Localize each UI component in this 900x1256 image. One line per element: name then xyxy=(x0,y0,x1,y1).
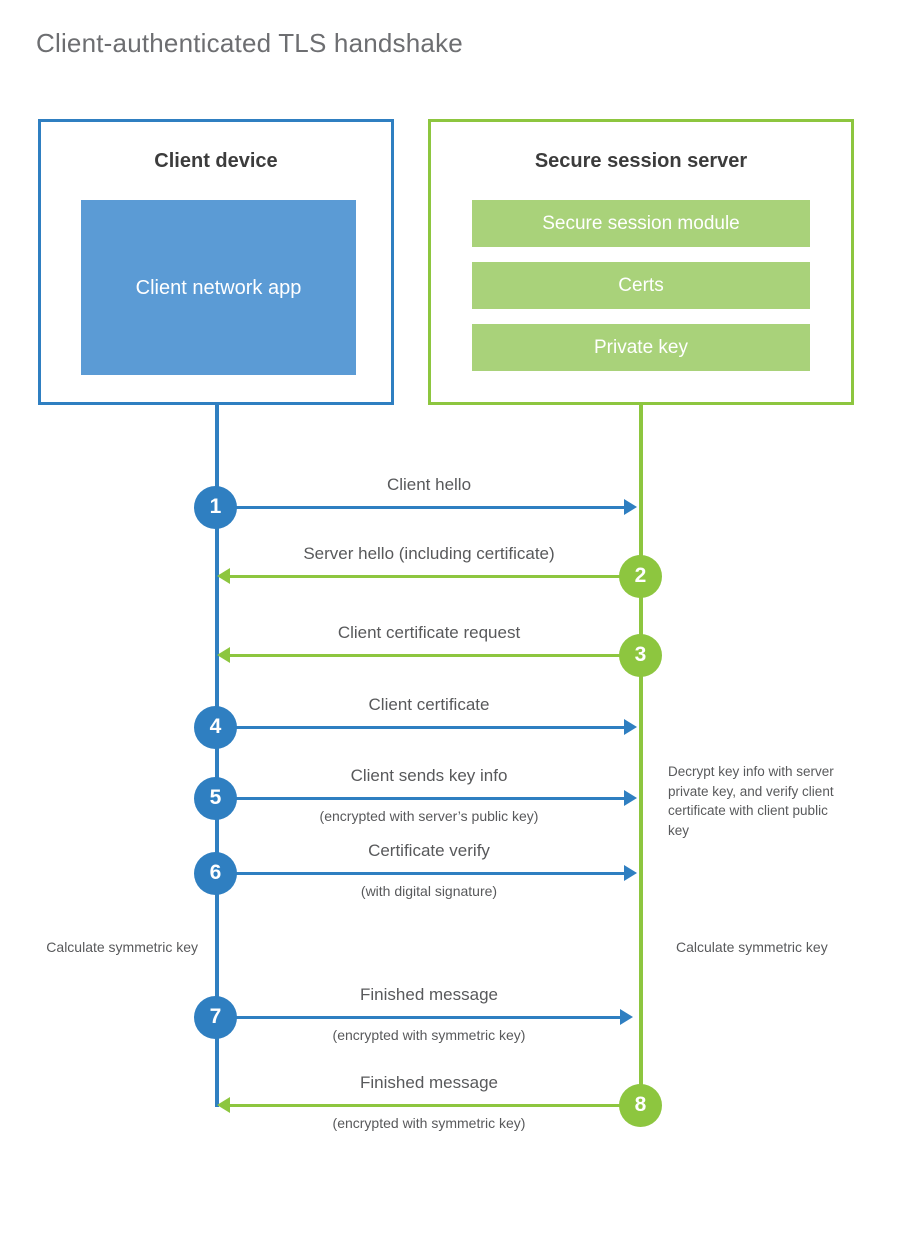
arrow-head-right-icon-1 xyxy=(624,499,637,515)
step-number-7: 7 xyxy=(194,995,237,1039)
step-number-8: 8 xyxy=(619,1083,662,1127)
client-device-title: Client device xyxy=(154,150,278,172)
arrow-line-1 xyxy=(217,506,624,509)
note-calculate-symmetric-key-client: Calculate symmetric key xyxy=(46,939,198,955)
step-number-5: 5 xyxy=(194,776,237,820)
step-number-4: 4 xyxy=(194,705,237,749)
message-label-7: Finished message xyxy=(360,985,498,1004)
arrow-head-right-icon-7 xyxy=(620,1009,633,1025)
client-network-app-block: Client network app xyxy=(81,200,356,375)
message-label-2: Server hello (including certificate) xyxy=(303,544,555,563)
arrow-head-right-icon-4 xyxy=(624,719,637,735)
step-number-2: 2 xyxy=(619,554,662,598)
step-number-3: 3 xyxy=(619,633,662,677)
message-label-4: Client certificate xyxy=(368,695,490,714)
arrow-head-right-icon-5 xyxy=(624,790,637,806)
message-label-3: Client certificate request xyxy=(337,623,521,642)
message-label-5: Client sends key info xyxy=(350,766,508,785)
message-sublabel-5: (encrypted with server’s public key) xyxy=(319,808,539,824)
note-calculate-symmetric-key-server: Calculate symmetric key xyxy=(676,939,828,955)
client-device-box: Client device Client network app xyxy=(38,119,394,405)
server-module-certs: Certs xyxy=(472,262,810,309)
arrow-line-2 xyxy=(230,575,641,578)
message-sublabel-7: (encrypted with symmetric key) xyxy=(332,1027,526,1043)
message-label-8: Finished message xyxy=(360,1073,498,1092)
note-decrypt-key-info: Decrypt key info with server private key… xyxy=(668,764,834,838)
message-sublabel-8: (encrypted with symmetric key) xyxy=(332,1115,526,1131)
step-number-1: 1 xyxy=(194,485,237,529)
arrow-head-left-icon-2 xyxy=(217,568,230,584)
server-modules-list: Secure session module Certs Private key xyxy=(472,200,810,371)
secure-session-server-box: Secure session server Secure session mod… xyxy=(428,119,854,405)
message-label-1: Client hello xyxy=(386,475,472,494)
step-number-6: 6 xyxy=(194,851,237,895)
message-sublabel-6: (with digital signature) xyxy=(360,883,498,899)
arrow-head-right-icon-6 xyxy=(624,865,637,881)
arrow-line-4 xyxy=(217,726,624,729)
page-title: Client-authenticated TLS handshake xyxy=(36,28,463,58)
arrow-line-8 xyxy=(230,1104,641,1107)
arrow-head-left-icon-8 xyxy=(217,1097,230,1113)
server-lifeline xyxy=(639,404,643,1105)
server-module-secure-session-module: Secure session module xyxy=(472,200,810,247)
arrow-line-6 xyxy=(217,872,624,875)
message-label-6: Certificate verify xyxy=(368,841,490,860)
arrow-line-5 xyxy=(217,797,624,800)
secure-session-server-title: Secure session server xyxy=(534,150,748,172)
arrow-line-3 xyxy=(230,654,641,657)
server-module-private-key: Private key xyxy=(472,324,810,371)
arrow-line-7 xyxy=(217,1016,620,1019)
arrow-head-left-icon-3 xyxy=(217,647,230,663)
client-lifeline xyxy=(215,404,219,1107)
